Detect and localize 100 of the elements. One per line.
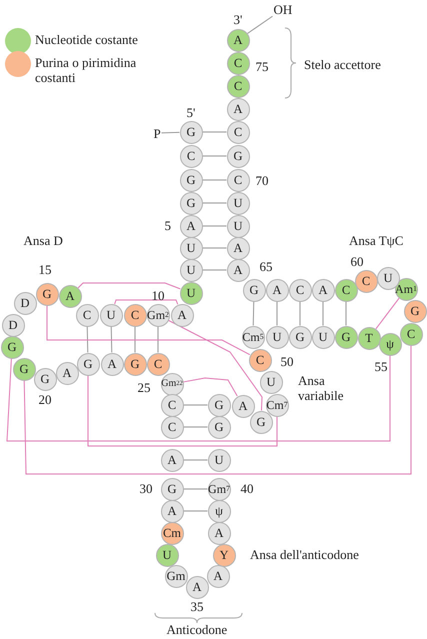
nucleotide-circle: C xyxy=(288,278,312,302)
legend-label: Nucleotide costante xyxy=(35,33,139,48)
nucleotide-circle: C xyxy=(160,394,184,416)
nucleotide-circle: U xyxy=(260,370,282,394)
nucleotide-circle: G xyxy=(208,394,230,416)
position-number: 35 xyxy=(190,600,204,614)
nucleotide-circle: C xyxy=(354,270,378,292)
nucleotide-circle: Cm$^{5}$ xyxy=(242,326,264,348)
nucleotide-circle: Cm$^{7}$ xyxy=(266,394,288,416)
interaction-line xyxy=(78,282,181,290)
position-number: 5' xyxy=(186,106,196,120)
nucleotide-circle: T xyxy=(358,326,380,350)
position-number: 55 xyxy=(374,360,388,374)
nucleotide-circle: U xyxy=(180,236,202,260)
nucleotide-circle: A xyxy=(312,278,334,302)
nucleotide-circle: C xyxy=(226,52,250,74)
nucleotide-circle: G xyxy=(334,326,358,348)
nucleotide-circle: U xyxy=(266,326,288,348)
nucleotide-circle: C xyxy=(248,348,272,372)
nucleotide-circle: C xyxy=(400,322,422,346)
nucleotide-circle: D xyxy=(14,292,36,314)
nucleotide-circle: G xyxy=(160,478,184,500)
region-label: Ansa dell'anticodone xyxy=(250,548,359,562)
region-label: Ansa D xyxy=(24,234,63,248)
nucleotide-circle: A xyxy=(170,304,194,326)
nucleotide-circle: A xyxy=(226,236,250,260)
nucleotide-circle: C xyxy=(160,416,184,438)
interaction-line xyxy=(182,378,238,397)
nucleotide-circle: A xyxy=(160,500,184,522)
pairing-line xyxy=(161,132,180,134)
nucleotide-circle: C xyxy=(334,278,358,302)
nucleotide-circle: C xyxy=(146,352,170,376)
nucleotide-circle: A xyxy=(56,362,78,384)
nucleotide-circle: Am$^{1}$ xyxy=(394,278,418,300)
interaction-line xyxy=(375,298,400,330)
nucleotide-circle: Gm xyxy=(164,564,188,588)
end-label: OH xyxy=(274,2,292,16)
nucleotide-circle: Gm$^{7}$ xyxy=(208,478,230,500)
nucleotide-circle: U xyxy=(312,326,334,348)
position-number: 50 xyxy=(280,354,294,370)
legend-label: Purina o pirimidina costanti xyxy=(35,56,138,86)
nucleotide-circle: G xyxy=(180,192,202,214)
position-number: 70 xyxy=(256,174,268,188)
interaction-line xyxy=(88,375,278,446)
position-number: 60 xyxy=(350,254,364,270)
region-label: Ansa TψC xyxy=(349,234,404,248)
pairing-line xyxy=(134,326,136,353)
interaction-line xyxy=(46,305,250,356)
nucleotide-circle: A xyxy=(226,258,250,282)
pairing-line xyxy=(246,16,273,34)
position-number: 40 xyxy=(240,482,254,496)
nucleotide-circle: G xyxy=(34,368,56,390)
pairing-line xyxy=(252,301,254,326)
interaction-line xyxy=(114,300,178,305)
end-label: P xyxy=(154,126,161,140)
region-label: Anticodone xyxy=(166,622,228,638)
nucleotide-circle: G xyxy=(288,326,312,348)
nucleotide-circle: ψ xyxy=(378,332,402,356)
nucleotide-circle: A xyxy=(208,522,230,544)
nucleotide-circle: A xyxy=(266,278,288,302)
pairing-line xyxy=(276,301,278,326)
nucleotide-circle: G xyxy=(124,352,146,376)
position-number: 15 xyxy=(38,262,52,278)
nucleotide-circle: G xyxy=(36,282,58,306)
nucleotide-circle: A xyxy=(160,448,184,472)
pairing-line xyxy=(183,426,208,428)
nucleotide-circle: ψ xyxy=(208,500,230,522)
pairing-line xyxy=(110,326,112,353)
nucleotide-circle: D xyxy=(2,314,24,336)
nucleotide-circle: C xyxy=(226,74,250,98)
position-number: 30 xyxy=(140,482,152,496)
nucleotide-circle: Gm$^{2}$ xyxy=(146,304,170,326)
pairing-line xyxy=(183,404,208,406)
nucleotide-circle: A xyxy=(58,284,82,308)
position-number: 65 xyxy=(260,260,272,274)
nucleotide-circle: U xyxy=(226,214,250,238)
interaction-line xyxy=(6,355,390,442)
nucleotide-circle: U xyxy=(180,282,202,304)
position-number: 3' xyxy=(234,12,242,28)
position-number: 20 xyxy=(38,392,52,408)
nucleotide-circle: U xyxy=(208,448,230,472)
nucleotide-circle: C xyxy=(180,144,202,168)
nucleotide-circle: U xyxy=(156,544,178,566)
nucleotide-circle: A xyxy=(180,214,202,238)
nucleotide-circle: A xyxy=(100,352,124,376)
pairing-line xyxy=(322,301,324,326)
nucleotide-circle: G xyxy=(12,358,36,380)
nucleotide-circle: Y xyxy=(212,544,236,566)
nucleotide-circle: U xyxy=(100,304,122,326)
nucleotide-circle: A xyxy=(186,576,208,598)
pairing-line xyxy=(202,202,227,204)
position-number: 25 xyxy=(138,380,150,396)
nucleotide-circle: U xyxy=(180,258,202,282)
position-number: 10 xyxy=(152,288,164,304)
nucleotide-circle: A xyxy=(226,98,250,120)
nucleotide-circle: U xyxy=(226,192,250,214)
nucleotide-circle: G xyxy=(226,144,250,168)
nucleotide-circle: Cm xyxy=(160,522,184,544)
nucleotide-circle: G xyxy=(180,120,202,144)
region-label: Ansa variabile xyxy=(298,374,344,404)
